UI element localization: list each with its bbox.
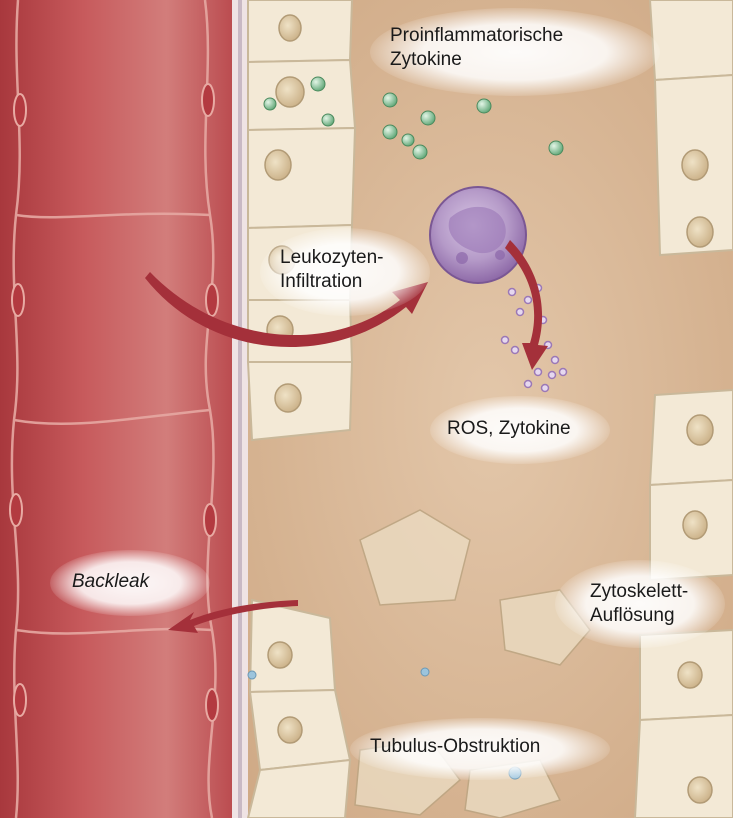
label-cytoskeleton: Zytoskelett- Auflösung — [590, 580, 688, 628]
label-cytokines: Proinflammatorische Zytokine — [390, 24, 563, 72]
label-leukocyte-infiltration: Leukozyten- Infiltration — [280, 246, 384, 294]
leukocyte — [430, 187, 526, 283]
label-ros: ROS, Zytokine — [447, 417, 571, 441]
label-obstruction: Tubulus-Obstruktion — [370, 735, 540, 759]
blood-vessel — [0, 0, 238, 818]
label-backleak: Backleak — [72, 570, 149, 594]
